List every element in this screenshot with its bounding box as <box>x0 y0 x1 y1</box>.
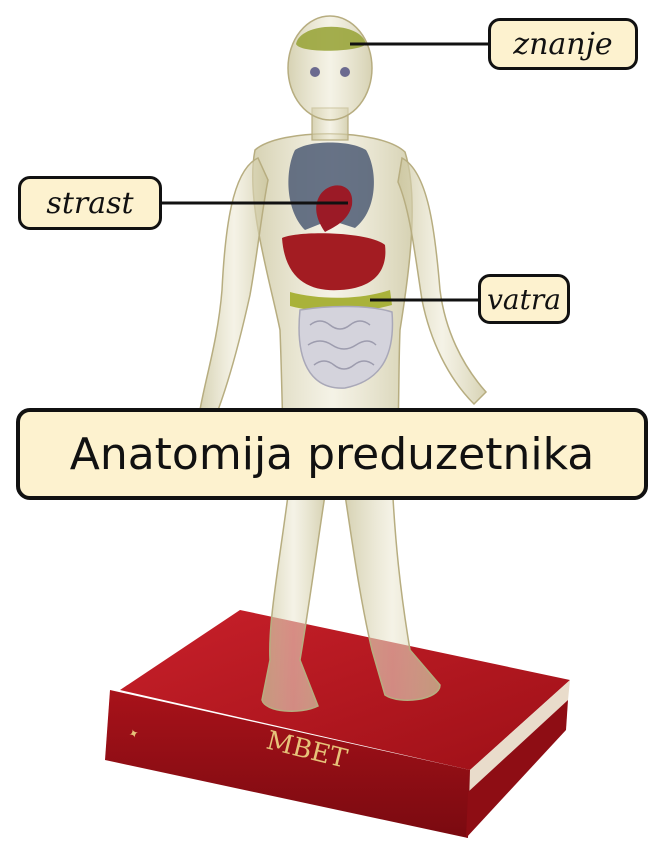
red-book: MBET ✦ <box>105 610 570 838</box>
label-knowledge: znanje <box>488 18 638 70</box>
right-arm <box>398 158 486 404</box>
right-eye <box>340 67 350 77</box>
title-banner: Anatomija preduzetnika <box>16 408 648 500</box>
label-passion: strast <box>18 176 162 230</box>
left-eye <box>310 67 320 77</box>
human-figure <box>200 16 486 711</box>
left-arm <box>200 158 268 418</box>
label-fire: vatra <box>478 274 570 324</box>
